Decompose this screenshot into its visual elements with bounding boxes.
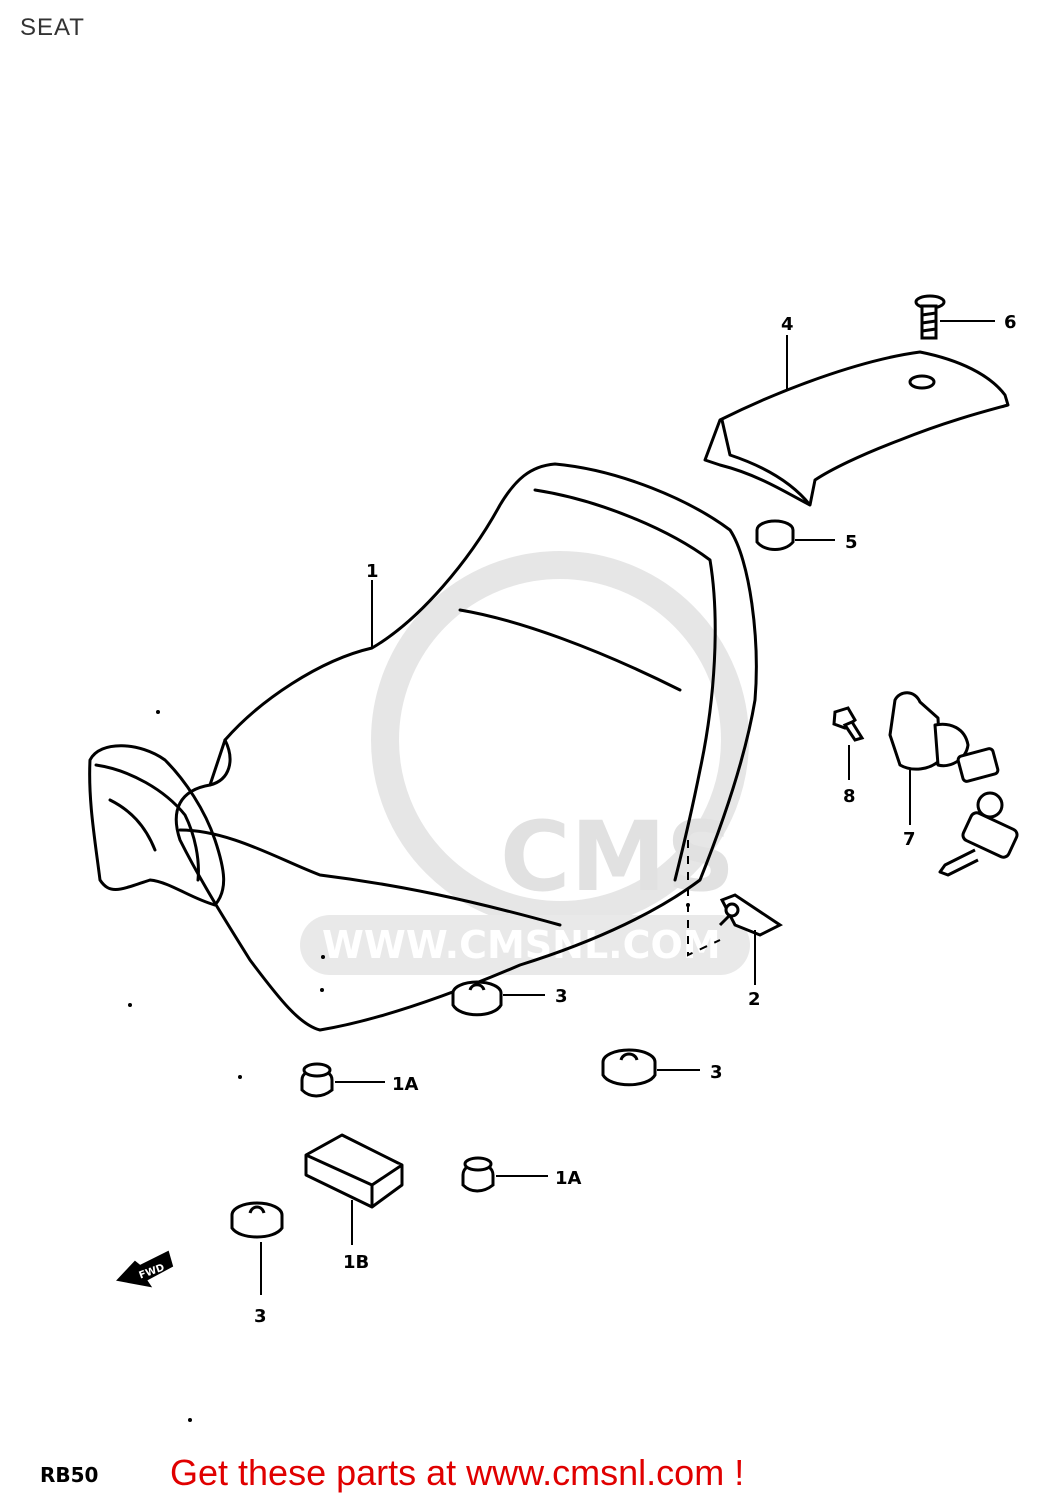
watermark: CMS WWW.CMSNL.COM (300, 551, 750, 975)
footer-promo[interactable]: Get these parts at www.cmsnl.com ! (170, 1452, 744, 1494)
watermark-url-band (300, 915, 750, 975)
callout-lock-bolt: 8 (843, 786, 856, 807)
callout-grip-cushion: 5 (845, 532, 858, 553)
seat-lock-part (888, 691, 1019, 877)
callout-seat: 1 (366, 561, 379, 582)
callout-lock: 7 (903, 829, 916, 850)
watermark-logo-text: CMS (500, 801, 735, 913)
cap-part-1 (300, 1062, 334, 1098)
grip-part (703, 350, 1010, 507)
callout-grip-bolt: 6 (1004, 312, 1017, 333)
watermark-url-text: WWW.CMSNL.COM (322, 923, 721, 967)
grip-cushion-part (755, 519, 795, 551)
footer-link[interactable]: Get these parts at www.cmsnl.com ! (170, 1452, 745, 1493)
diagram-code: RB50 (40, 1463, 98, 1487)
lock-bolt-part (832, 706, 865, 742)
callout-cap-1: 1A (392, 1074, 419, 1095)
cushion-part-3 (230, 1201, 284, 1239)
scan-dots (128, 710, 690, 1422)
leader-hook-dashed (687, 840, 721, 957)
pad-part (304, 1133, 404, 1209)
seat-part (88, 462, 758, 1032)
callout-pad: 1B (343, 1252, 369, 1273)
callout-cushion-3: 3 (254, 1306, 267, 1327)
callout-cap-2: 1A (555, 1168, 582, 1189)
fwd-arrow-icon: FWD (116, 1250, 174, 1288)
callout-cushion-1: 3 (555, 986, 568, 1007)
cushion-part-2 (601, 1048, 657, 1087)
callout-hook: 2 (748, 989, 761, 1010)
cushion-part-1 (451, 980, 503, 1017)
page-title: SEAT (20, 14, 85, 41)
callout-cushion-2: 3 (710, 1062, 723, 1083)
hook-part (718, 893, 783, 937)
cap-part-2 (461, 1156, 495, 1193)
callout-grip: 4 (781, 314, 794, 335)
grip-bolt-part (914, 294, 946, 340)
